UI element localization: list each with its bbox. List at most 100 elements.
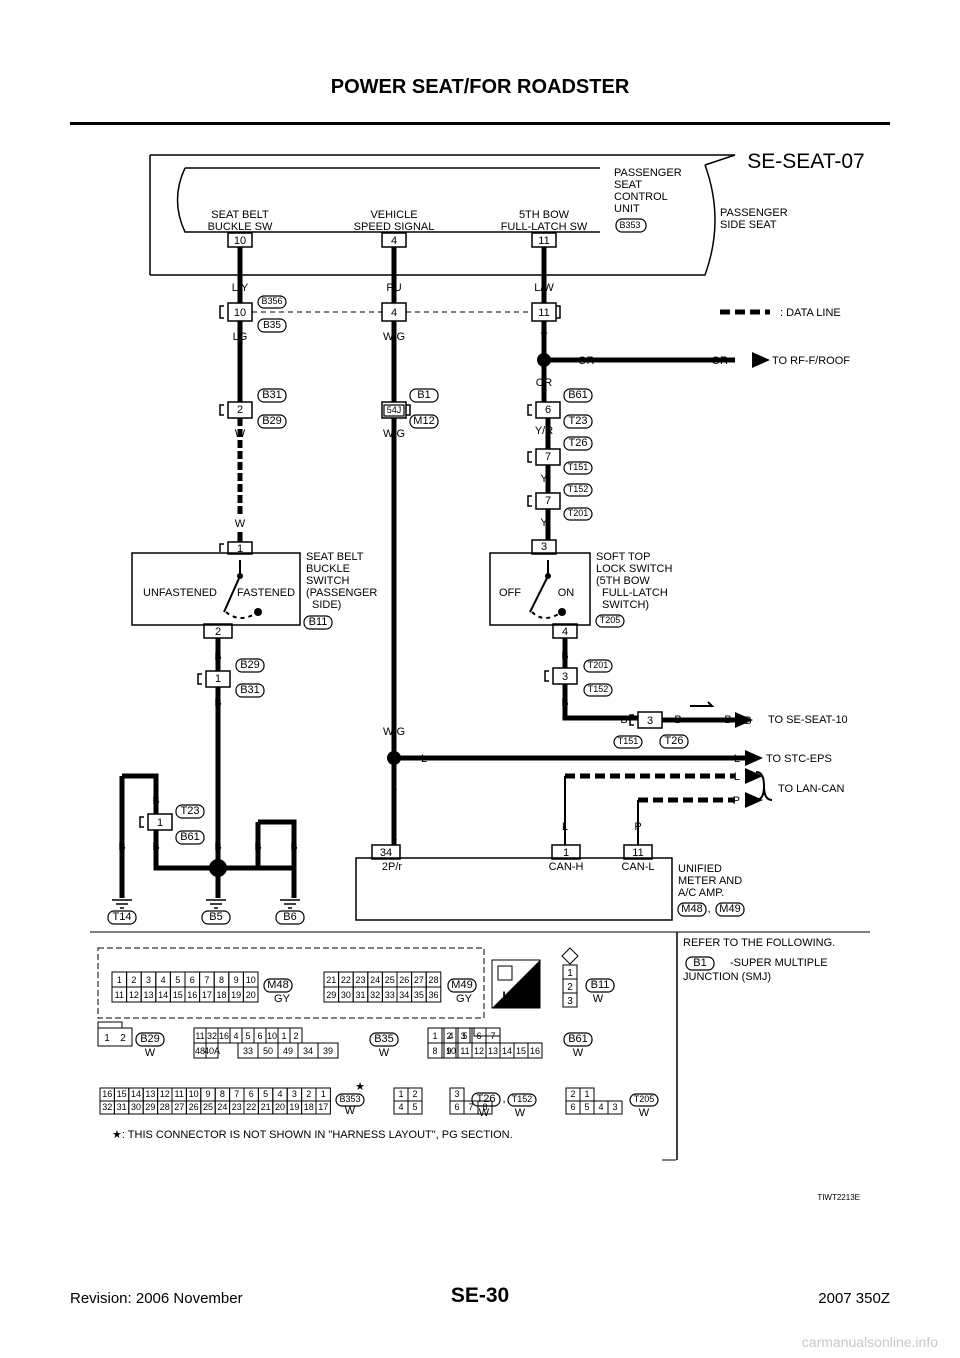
svg-text:1: 1 <box>104 1033 110 1044</box>
svg-text:10: 10 <box>234 235 246 247</box>
svg-text:W: W <box>593 993 604 1005</box>
svg-text:4: 4 <box>391 235 397 247</box>
svg-text:UNIT: UNIT <box>614 203 640 215</box>
m49-pin-label: 34 <box>399 990 409 1000</box>
footer-model: 2007 350Z <box>818 1290 890 1307</box>
b353-pin-label: 20 <box>275 1102 285 1112</box>
m48-pin-label: 18 <box>216 990 226 1000</box>
b61b-pin-label: 16 <box>530 1046 540 1056</box>
t205-pin-cell <box>607 1100 623 1115</box>
svg-text:4: 4 <box>391 307 397 319</box>
m49-pin-label: 30 <box>341 990 351 1000</box>
svg-text:SIDE SEAT: SIDE SEAT <box>720 219 777 231</box>
b61b-pin-cell <box>527 1042 543 1059</box>
svg-text:Y/R: Y/R <box>535 425 553 437</box>
svg-text:T201: T201 <box>568 508 589 518</box>
svg-text:(5TH BOW: (5TH BOW <box>596 575 650 587</box>
svg-text:T26: T26 <box>665 735 684 747</box>
b353-pin-cell <box>315 1100 331 1115</box>
svg-text:B11: B11 <box>591 979 610 991</box>
svg-text:PASSENGER: PASSENGER <box>720 207 788 219</box>
svg-text:B: B <box>290 841 297 853</box>
b35-pin-label: 40A <box>204 1046 220 1056</box>
svg-text:W/G: W/G <box>383 726 405 738</box>
svg-text:3: 3 <box>541 541 547 553</box>
svg-text:LG: LG <box>233 331 248 343</box>
svg-text:B353: B353 <box>339 1094 360 1104</box>
svg-text:B: B <box>674 714 681 726</box>
t205-pin-label: 4 <box>598 1102 603 1112</box>
svg-text:B35: B35 <box>263 320 281 331</box>
svg-text:SWITCH: SWITCH <box>306 575 349 587</box>
svg-text:GY: GY <box>274 993 291 1005</box>
svg-text:T26: T26 <box>569 437 588 449</box>
svg-text:W: W <box>515 1107 526 1119</box>
svg-text:L: L <box>562 821 568 833</box>
svg-text:SOFT TOP: SOFT TOP <box>596 551 650 563</box>
svg-text:34: 34 <box>380 847 392 859</box>
svg-text:B: B <box>561 650 568 662</box>
svg-text:P: P <box>733 795 740 807</box>
svg-text:B61: B61 <box>568 389 588 401</box>
b353-pin-label: 9 <box>205 1089 210 1099</box>
b61b-pin-label: 13 <box>488 1046 498 1056</box>
b35-pin-label: 1 <box>281 1031 286 1041</box>
svg-text:1: 1 <box>215 673 221 685</box>
b35b-pin-label: 33 <box>243 1046 253 1056</box>
svg-text:1: 1 <box>237 543 243 555</box>
svg-text:B11: B11 <box>309 616 328 628</box>
svg-text:10: 10 <box>234 307 246 319</box>
svg-text:B: B <box>152 795 159 807</box>
unit-connector-b353: B353 <box>619 220 640 230</box>
m48-pin-label: 12 <box>129 990 139 1000</box>
hs-badge <box>491 959 541 1009</box>
svg-text:L: L <box>391 831 397 843</box>
svg-text:1: 1 <box>563 847 569 859</box>
m48-pin-label: 17 <box>202 990 212 1000</box>
b353-pin-label: 29 <box>145 1102 155 1112</box>
b35b-pin-label: 49 <box>283 1046 293 1056</box>
b353-pin-label: 4 <box>277 1089 282 1099</box>
b353-pin-label: 22 <box>246 1102 256 1112</box>
svg-text:TO LAN-CAN: TO LAN-CAN <box>778 783 844 795</box>
svg-text:SEAT: SEAT <box>614 179 642 191</box>
svg-text:W/G: W/G <box>383 428 405 440</box>
m48-pin-label: 9 <box>234 975 239 985</box>
svg-text:Y: Y <box>540 517 548 529</box>
svg-text:,: , <box>707 903 710 915</box>
svg-text:2: 2 <box>567 982 573 993</box>
b353-pin-label: 1 <box>321 1089 326 1099</box>
svg-text:Y: Y <box>540 331 548 343</box>
svg-text:FASTENED: FASTENED <box>237 587 295 599</box>
m48-pin-label: 4 <box>161 975 166 985</box>
svg-text:5TH BOW: 5TH BOW <box>519 209 570 221</box>
svg-text:PU: PU <box>386 282 401 294</box>
svg-text:B: B <box>118 841 125 853</box>
b353-pin-label: 25 <box>203 1102 213 1112</box>
b353-pin-label: 12 <box>160 1089 170 1099</box>
svg-text:B: B <box>214 841 221 853</box>
b353-pin-label: 31 <box>117 1102 127 1112</box>
b353-pin-label: 17 <box>318 1102 328 1112</box>
svg-text:B1: B1 <box>417 389 430 401</box>
b35b-pin-label: 39 <box>323 1046 333 1056</box>
svg-text:TO SE-SEAT-10: TO SE-SEAT-10 <box>768 714 848 726</box>
watermark: carmanualsonline.info <box>801 1334 938 1350</box>
b353-pin-label: 14 <box>131 1089 141 1099</box>
m48-pin-label: 19 <box>231 990 241 1000</box>
svg-text:OFF: OFF <box>499 587 521 599</box>
b353-pin-label: 21 <box>261 1102 271 1112</box>
svg-text:TO STC-EPS: TO STC-EPS <box>766 753 832 765</box>
b35-pin-label: 16 <box>219 1031 229 1041</box>
b35-pin-label: 4 <box>233 1031 238 1041</box>
m49-pin-label: 25 <box>385 975 395 985</box>
m49-pin-label: 21 <box>326 975 336 985</box>
t205-pin-label: 2 <box>570 1089 575 1099</box>
passenger-seat-outline <box>149 154 735 276</box>
title-rule <box>70 122 890 125</box>
svg-text:SPEED SIGNAL: SPEED SIGNAL <box>354 221 435 233</box>
b353-pin-label: 8 <box>220 1089 225 1099</box>
svg-text:B: B <box>724 714 731 726</box>
svg-text:W/G: W/G <box>383 331 405 343</box>
svg-text:W: W <box>479 1107 490 1119</box>
